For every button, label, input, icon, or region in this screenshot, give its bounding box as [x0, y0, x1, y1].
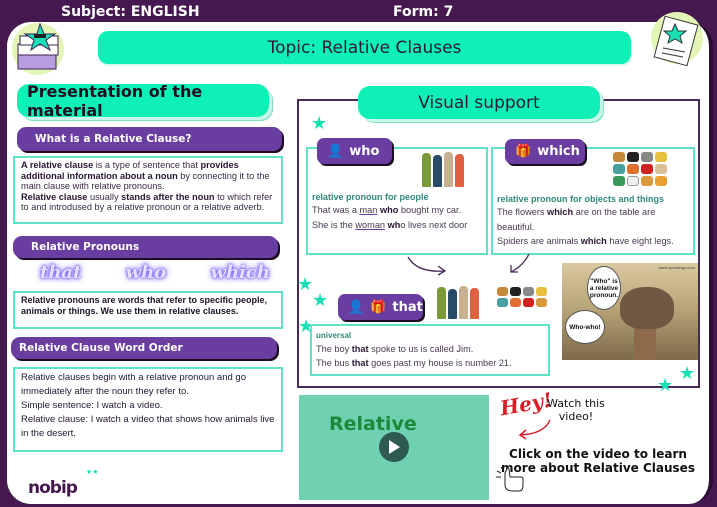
star-icon: ★: [679, 363, 696, 383]
pronoun-that: that: [40, 262, 82, 283]
which-example: The flowers which are on the table are b…: [497, 205, 689, 234]
speech-bubble: "Who" is a relative pronoun.: [587, 266, 621, 310]
what-is-heading: What is a Relative Clause?: [17, 127, 282, 151]
play-icon: [389, 440, 400, 454]
text: The flowers: [497, 207, 548, 217]
word-order-box: Relative clauses begin with a relative p…: [13, 367, 283, 452]
that-subtitle: universal: [316, 331, 352, 340]
pronoun: which: [547, 207, 574, 217]
watch-label: Watch this video!: [547, 397, 605, 423]
text: by connecting it to the main clause with…: [21, 170, 270, 192]
pointing-hand-icon: [496, 466, 524, 492]
text: o lives next door: [400, 219, 468, 230]
star-icon: ★: [657, 375, 674, 395]
definition-box: A relative clause is a type of sentence …: [13, 156, 283, 224]
who-subtitle: relative pronoun for people: [312, 192, 429, 202]
arrow-icon: [510, 253, 530, 273]
things-illustration: [613, 152, 667, 186]
text: The bus: [316, 358, 352, 368]
star-icon: ★: [297, 274, 314, 294]
term: stands after the noun: [121, 191, 215, 202]
book-stack-icon: [12, 22, 64, 75]
who-tag: 👤 who: [317, 138, 392, 164]
star-icon: ★: [312, 290, 329, 310]
text: goes past my house is number 21.: [368, 358, 512, 368]
arrow-icon: [518, 419, 551, 440]
pronoun-words: that who which: [40, 262, 270, 283]
order-line: Relative clause: I watch a video that sh…: [21, 414, 275, 439]
topic-title: Topic: Relative Clauses: [98, 31, 631, 64]
tag-label: that: [392, 299, 423, 315]
tag-label: which: [537, 144, 580, 159]
video-player[interactable]: Relative: [299, 395, 489, 500]
that-example: The bus that goes past my house is numbe…: [316, 356, 544, 370]
text: spoke to us is called Jim.: [368, 344, 474, 354]
pronouns-heading: Relative Pronouns: [13, 236, 278, 258]
which-subtitle: relative pronoun for objects and things: [497, 194, 665, 204]
who-example: She is the woman who lives next door: [312, 218, 482, 233]
owl-post: [634, 323, 656, 360]
order-line: Simple sentence: I watch a video.: [21, 400, 163, 411]
word-order-heading: Relative Clause Word Order: [11, 337, 277, 359]
text: Spiders are animals: [497, 236, 581, 246]
box-icon: 🎁: [370, 299, 387, 315]
person-icon: 👤: [348, 299, 365, 315]
person-icon: 👤: [327, 143, 344, 159]
which-card: relative pronoun for objects and things …: [491, 147, 695, 255]
box-icon: 🎁: [515, 144, 532, 159]
that-example: The boy that spoke to us is called Jim.: [316, 342, 544, 356]
things-illustration: [497, 287, 547, 307]
noun: woman: [355, 219, 386, 230]
text: have eight legs.: [606, 236, 674, 246]
term: A relative clause: [21, 160, 94, 170]
term: provides additional information about a …: [21, 160, 239, 181]
logo-stars-icon: ★★: [86, 469, 99, 476]
owl-meme-image: www.speakingo.com "Who" is a relative pr…: [562, 263, 698, 360]
term: Relative clause: [21, 191, 88, 202]
text: usually: [87, 191, 122, 202]
visual-support-title: Visual support: [358, 86, 600, 119]
text: She is the: [312, 219, 356, 230]
clipboard-icon: [651, 12, 703, 67]
form-label: Form: 7: [393, 4, 454, 20]
pronoun: who: [379, 205, 399, 215]
text: bought my car.: [398, 205, 462, 215]
text: The boy: [316, 344, 352, 354]
tag-label: who: [349, 143, 380, 159]
people-illustration: [422, 152, 464, 187]
subject-label: Subject: ENGLISH: [61, 4, 200, 20]
who-example: That was a man who bought my car.: [312, 203, 482, 218]
which-example: Spiders are animals which have eight leg…: [497, 234, 689, 249]
arrow-icon: [407, 256, 447, 276]
pronouns-box: Relative pronouns are words that refer t…: [13, 291, 283, 329]
pronoun: that: [351, 358, 369, 368]
that-card: universal The boy that spoke to us is ca…: [310, 324, 550, 376]
video-cta: Click on the video to learn more about R…: [501, 447, 695, 475]
owl-icon: [620, 287, 674, 329]
text: to which refer to and introdused by a re…: [21, 191, 273, 213]
star-icon: ★: [311, 113, 328, 133]
logo: nobip: [28, 478, 78, 498]
order-line: Relative clauses begin with a relative p…: [21, 372, 246, 397]
speech-bubble: Who-who!: [565, 310, 605, 344]
which-tag: 🎁 which: [505, 139, 585, 164]
pronoun-which: which: [210, 262, 270, 283]
image-url-caption: www.speakingo.com: [658, 265, 695, 270]
pronoun: wh: [387, 219, 401, 230]
section-title: Presentation of the material: [17, 82, 269, 120]
pronoun: that: [351, 344, 369, 354]
text: is a type of sentence that: [93, 160, 201, 170]
pronoun: which: [580, 236, 607, 246]
people-illustration: [437, 286, 479, 319]
pronoun-who: who: [125, 262, 167, 283]
text: are on the table are beautiful.: [497, 207, 656, 232]
that-tag: 👤 🎁 that: [338, 294, 423, 320]
play-button[interactable]: [379, 432, 409, 462]
text: That was a: [312, 205, 360, 215]
video-title: Relative: [329, 413, 417, 435]
noun: man: [359, 205, 378, 215]
